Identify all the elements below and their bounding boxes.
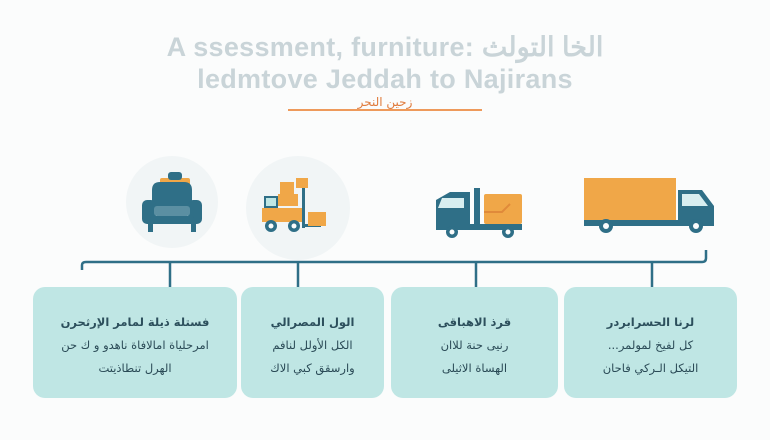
step-card-3: قرذ الاهباقى رنيى حنة للاان الهساة الاثي… — [391, 287, 558, 398]
step-1-line-3: الهرل تنطاذيتت — [98, 361, 172, 375]
step-card-4: لرنا الحسرابردر ...كل لفيخ لمولمر التيكل… — [564, 287, 737, 398]
step-card-1: فستلة ذيلة لمامر الإرثحرن امرحلياة امالا… — [33, 287, 237, 398]
cargo-truck-icon — [584, 178, 714, 233]
main-title-line-1: A ssessment, furniture: الخا التولث — [166, 32, 604, 62]
subtitle-text: زحين النحر — [351, 95, 419, 109]
step-3-line-2: رنيى حنة للاان — [440, 338, 509, 352]
subtitle-underline — [288, 109, 482, 111]
timeline-connector — [80, 250, 708, 290]
step-card-2: الول المصرالي الكل الأولل لنافم وارسقق ك… — [241, 287, 384, 398]
step-2-line-2: الكل الأولل لنافم — [272, 338, 353, 352]
delivery-truck-icon — [436, 188, 522, 238]
step-2-line-3: وارسقق كبي الاك — [270, 361, 355, 375]
step-1-heading: فستلة ذيلة لمامر الإرثحرن — [60, 315, 210, 329]
step-1-line-2: امرحلياة امالافاة ناهدو و ك حن — [61, 338, 209, 352]
step-3-line-3: الهساة الاثيلى — [441, 361, 508, 375]
step-2-heading: الول المصرالي — [270, 315, 355, 329]
step-4-line-2: ...كل لفيخ لمولمر — [607, 338, 694, 352]
step-3-heading: قرذ الاهباقى — [437, 315, 512, 329]
step-4-line-3: التيكل الـركي فاحان — [602, 361, 699, 375]
main-title-line-2: ledmtove Jeddah to Najirans — [197, 64, 573, 94]
step-4-heading: لرنا الحسرابردر — [606, 315, 695, 329]
armchair-icon — [142, 172, 202, 232]
forklift-icon — [262, 178, 326, 232]
subtitle: زحين النحر — [0, 95, 770, 109]
